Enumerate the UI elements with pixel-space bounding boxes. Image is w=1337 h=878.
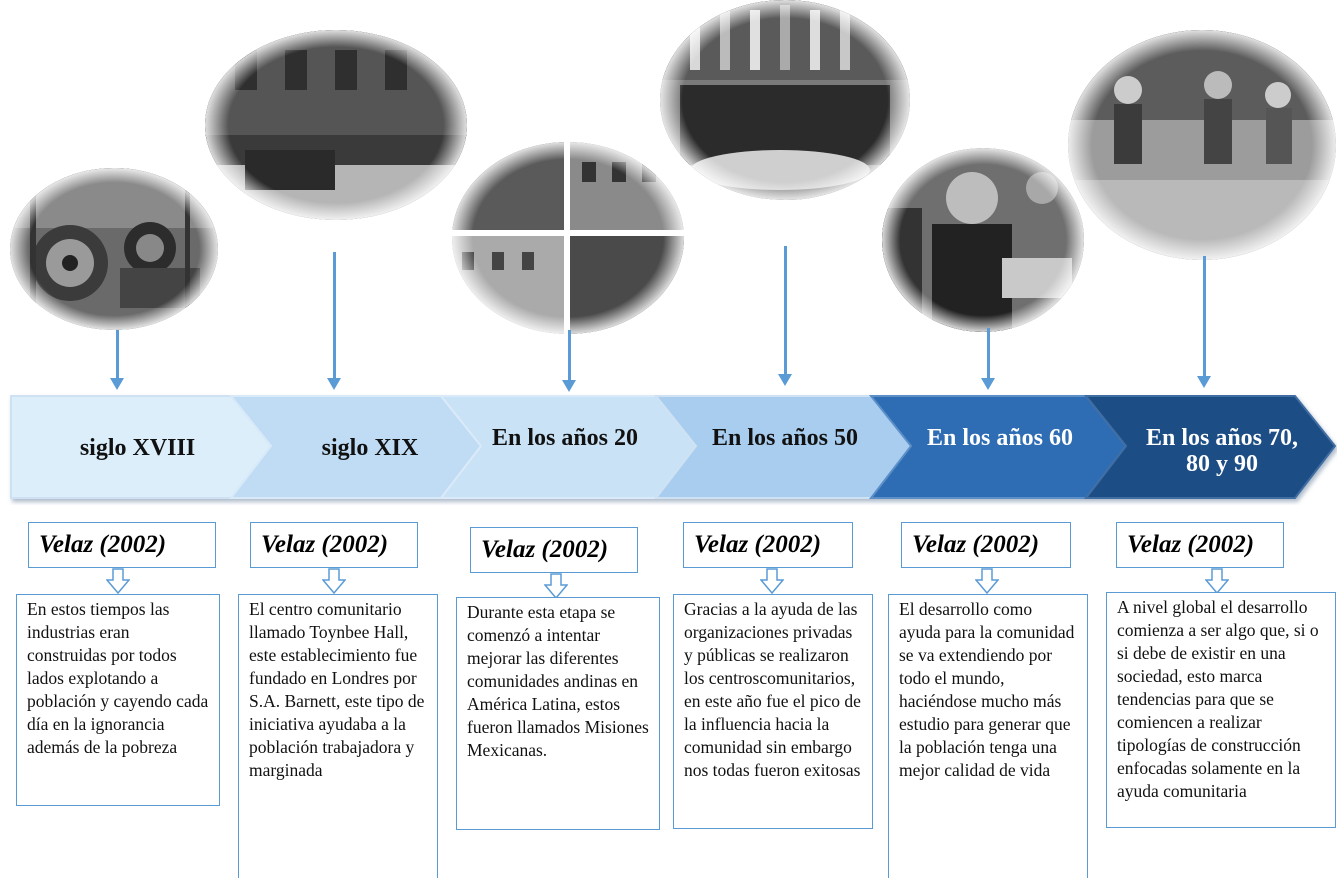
citation-box-3: Velaz (2002) (470, 527, 638, 573)
down-arrow-icon (1205, 568, 1229, 594)
citation-box-4: Velaz (2002) (683, 522, 853, 568)
citation-box-6: Velaz (2002) (1116, 522, 1284, 568)
photo-un-signing (660, 0, 910, 200)
photo-industrial-machinery (10, 168, 218, 330)
era-label-1: siglo XVIII (79, 435, 196, 461)
photo-misiones-collage (452, 142, 684, 334)
description-box-3: Durante esta etapa se comenzó a intentar… (456, 597, 660, 830)
description-box-5: El desarrollo como ayuda para la comunid… (888, 594, 1088, 878)
citation-box-5: Velaz (2002) (901, 522, 1071, 568)
timeline-chevron-bar (10, 395, 1337, 499)
description-box-1: En estos tiempos las industrias eran con… (16, 594, 220, 806)
citation-box-2: Velaz (2002) (250, 522, 418, 568)
era-label-2: siglo XIX (321, 435, 419, 461)
timeline-segment-6 (1083, 395, 1337, 499)
era-label-3: En los años 20 (491, 425, 639, 451)
down-arrow-icon (322, 568, 346, 594)
era-label-5: En los años 60 (926, 425, 1074, 451)
description-box-6: A nivel global el desarrollo comienza a … (1106, 592, 1336, 828)
citation-box-1: Velaz (2002) (28, 522, 216, 568)
description-box-2: El centro comunitario llamado Toynbee Ha… (238, 594, 438, 878)
down-arrow-icon (544, 573, 568, 599)
era-label-6: En los años 70, 80 y 90 (1145, 425, 1299, 477)
description-box-4: Gracias a la ayuda de las organizaciones… (673, 594, 873, 829)
down-arrow-icon (760, 568, 784, 594)
photo-toynbee-hall (205, 30, 467, 220)
photo-community-gathering (1068, 30, 1336, 260)
down-arrow-icon (106, 568, 130, 594)
photo-1960s-ceremony (882, 148, 1084, 332)
era-label-4: En los años 50 (711, 425, 859, 451)
down-arrow-icon (975, 568, 999, 594)
